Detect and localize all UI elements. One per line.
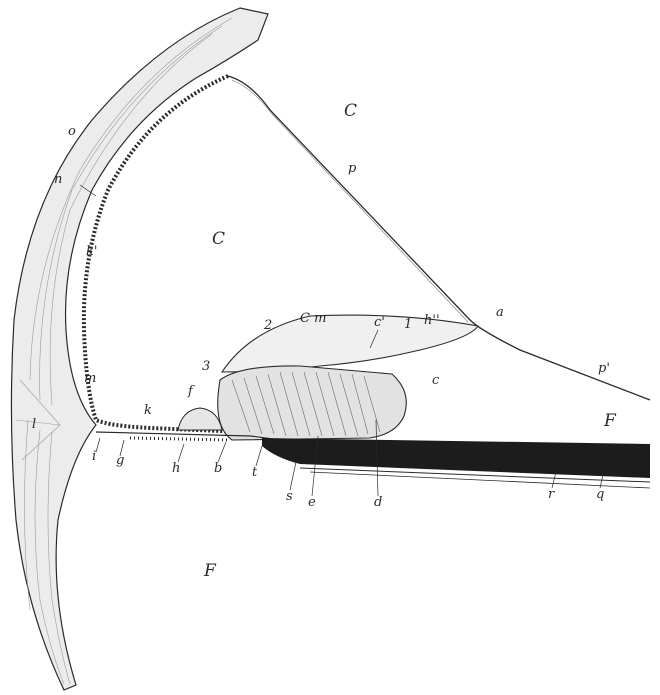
label-C-m: C m — [300, 311, 326, 326]
label-e: e — [308, 495, 316, 510]
label-F-right: F — [603, 411, 617, 431]
label-i: i — [92, 449, 96, 464]
label-h-dprime: h'' — [424, 313, 440, 328]
label-r: r — [548, 487, 555, 502]
label-q: q — [596, 487, 604, 502]
label-n: n — [54, 172, 62, 187]
label-2: 2 — [263, 318, 272, 333]
label-c-prime: c' — [374, 315, 385, 330]
label-C-center: C — [212, 229, 225, 249]
label-c: c — [432, 373, 440, 388]
label-d: d — [374, 495, 382, 510]
basal-dots — [130, 438, 230, 440]
label-t: t — [252, 465, 258, 480]
label-b: b — [214, 461, 222, 476]
label-l: l — [32, 417, 36, 432]
label-s: s — [286, 489, 293, 504]
label-F-bottom: F — [203, 561, 217, 581]
label-p-prime: p' — [598, 361, 610, 376]
nerve-bundle — [262, 438, 650, 478]
label-h: h — [172, 461, 180, 476]
label-o: o — [68, 124, 76, 139]
label-f: f — [187, 384, 195, 399]
tectorial-membrane — [222, 315, 478, 372]
label-p: p — [348, 161, 357, 176]
label-m: m — [84, 371, 96, 386]
label-3: 3 — [202, 359, 210, 374]
label-1: 1 — [404, 317, 412, 332]
small-nodule — [178, 408, 222, 430]
label-k-prime: k' — [86, 244, 97, 259]
label-C-upper: C — [344, 101, 357, 121]
label-k: k — [144, 403, 152, 418]
label-a: a — [496, 305, 504, 320]
organ-body — [218, 366, 407, 440]
